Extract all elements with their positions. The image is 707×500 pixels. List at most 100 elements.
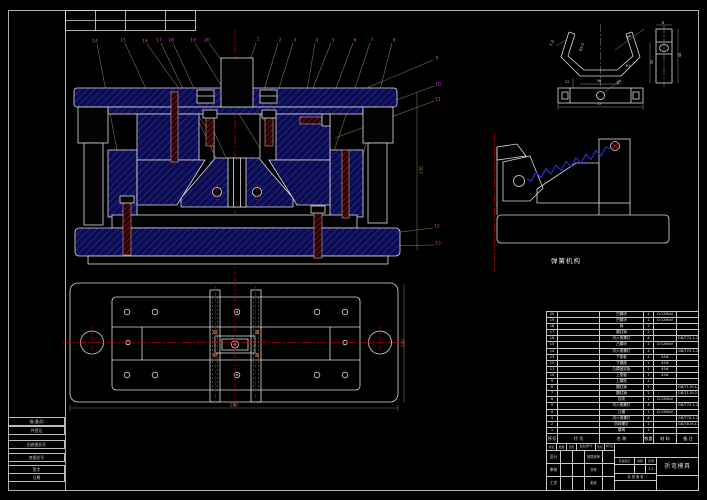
bom-cell-code <box>558 391 600 397</box>
margin-box-borrow: 借(通)用 <box>8 417 65 426</box>
bom-cell-remark <box>677 324 698 329</box>
bom-cell-name: 防转螺钉 <box>600 421 644 427</box>
bom-cell-remark <box>677 342 698 347</box>
bom-cell-remark <box>677 367 698 372</box>
bom-cell-no: 11 <box>547 366 558 372</box>
bom-cell-name: 内六角螺钉 <box>600 415 644 421</box>
bom-cell-qty: 1 <box>644 312 654 318</box>
balloon-label: 16 <box>142 39 148 45</box>
bom-cell-material: 45# <box>654 366 677 372</box>
bom-cell-material <box>654 324 677 330</box>
bom-cell-no: 17 <box>547 330 558 336</box>
bom-cell-remark: GB/T70.1-2000 <box>678 348 698 353</box>
weight-label: 重量 <box>635 458 646 465</box>
bom-cell-material <box>654 403 677 409</box>
dimension-label: R1 <box>625 64 631 68</box>
dimension-label: 120 <box>400 339 406 347</box>
bom-cell-no: 18 <box>547 324 558 330</box>
bom-cell-qty: 1 <box>644 397 654 403</box>
bom-cell-code <box>558 336 600 342</box>
bom-cell-name: 凹模块 <box>600 318 644 324</box>
bom-cell-qty: 1 <box>644 318 654 324</box>
balloon-label: 6 <box>353 38 357 44</box>
drawing-title: 折弯模具 <box>657 458 698 476</box>
bom-cell-material: Cr12MoV <box>654 318 677 324</box>
bom-header-code: 代 号 <box>558 433 600 444</box>
bom-cell-material <box>654 379 677 385</box>
bom-table: 20 凹模块 1 Cr12MoV 19 凹模块 1 Cr12MoV 18 销 2… <box>546 311 699 445</box>
bom-cell-no: 4 <box>547 409 558 415</box>
bom-cell-name: 内六角螺钉 <box>600 348 644 354</box>
bom-cell-qty: 1 <box>644 360 654 366</box>
bom-cell-name: 凹模块 <box>600 312 644 318</box>
bom-cell-qty: 1 <box>644 409 654 415</box>
titleblock-cell <box>573 464 585 477</box>
balloon-label: 19 <box>190 38 196 44</box>
bom-cell-qty: 1 <box>644 379 654 385</box>
bom-cell-material: 45# <box>654 354 677 360</box>
bom-cell-remark <box>677 379 698 384</box>
bom-cell-no: 14 <box>547 348 558 354</box>
bom-cell-code <box>558 312 600 318</box>
bom-cell-no: 3 <box>547 415 558 421</box>
bom-cell-code <box>558 397 600 403</box>
bom-cell-material: Cr12MoV <box>654 312 677 318</box>
bom-cell-remark: GB/T119.1-2000 <box>678 385 698 390</box>
bom-cell-code <box>558 354 600 360</box>
spring-coil <box>526 146 611 182</box>
bom-row: 2 防转螺钉 1 GB/T819.1-2000 <box>547 421 698 428</box>
balloon-label: 3 <box>293 38 297 44</box>
spring-mechanism-view <box>494 133 670 272</box>
balloon-label: 2 <box>278 38 282 44</box>
title-block: 标记 处数 分区 更改文件号 签名 年月日 设计 指导老师 审核 学号 工艺 批… <box>546 443 699 491</box>
bom-cell-no: 10 <box>547 372 558 379</box>
bom-cell-remark: GB/T70.1-2000 <box>678 415 698 420</box>
balloon-label: 17 <box>156 38 162 44</box>
bom-row: 1 模柄 1 <box>547 427 698 434</box>
bom-row: 7 圆柱销 2 GB/T119.2-2000 <box>547 391 698 398</box>
drawing-number-cell <box>615 444 698 458</box>
bom-cell-remark <box>677 373 698 378</box>
balloon-label: 18 <box>168 38 174 44</box>
bom-cell-qty: 2 <box>644 330 654 336</box>
titleblock-cell <box>573 477 585 490</box>
margin-box-date: 日期 <box>8 473 65 482</box>
bom-rows: 20 凹模块 1 Cr12MoV 19 凹模块 1 Cr12MoV 18 销 2… <box>547 312 698 434</box>
bom-row: 13 下垫板 1 45# <box>547 354 698 361</box>
rev-header-sign: 签名 <box>596 444 605 451</box>
bom-row: 8 圆柱销 2 GB/T119.1-2000 <box>547 385 698 392</box>
bom-cell-no: 7 <box>547 391 558 397</box>
bom-cell-code <box>558 318 600 324</box>
bom-cell-code <box>558 366 600 372</box>
role-design-label: 设计 <box>547 451 561 464</box>
bom-cell-material <box>654 427 677 433</box>
bom-cell-name: 圆柱销 <box>600 385 644 391</box>
bom-cell-remark <box>677 318 698 323</box>
bom-header-name: 名 称 <box>600 433 644 444</box>
bom-cell-material <box>654 391 677 397</box>
bom-cell-qty: 2 <box>644 385 654 391</box>
bom-cell-qty: 2 <box>644 324 654 330</box>
bom-cell-material <box>654 385 677 391</box>
bom-cell-code <box>558 409 600 415</box>
bom-cell-code <box>558 348 600 354</box>
dimension-label: 230 <box>418 166 424 174</box>
bom-cell-remark: GB/T819.1-2000 <box>678 421 698 426</box>
rev-header-docno: 更改文件号 <box>577 444 596 451</box>
drawing-frame <box>8 10 699 491</box>
role-student-id-label: 学号 <box>585 464 603 477</box>
bom-row: 19 凹模块 1 Cr12MoV <box>547 318 698 325</box>
rev-header-count: 处数 <box>557 444 567 451</box>
weight-value <box>635 465 646 474</box>
bom-header-no: 序号 <box>547 433 558 444</box>
bom-cell-qty: 2 <box>644 391 654 397</box>
bom-cell-name: 内六角螺钉 <box>600 403 644 409</box>
dimension-label: 8 <box>661 21 665 25</box>
bom-row: 5 内六角螺钉 4 GB/T70.1-2000 <box>547 403 698 410</box>
bom-cell-no: 15 <box>547 342 558 348</box>
bom-row: 6 挡块 1 Cr12MoV <box>547 397 698 404</box>
bom-cell-no: 19 <box>547 318 558 324</box>
main-front-view <box>73 30 401 274</box>
bom-cell-qty: 4 <box>644 403 654 409</box>
